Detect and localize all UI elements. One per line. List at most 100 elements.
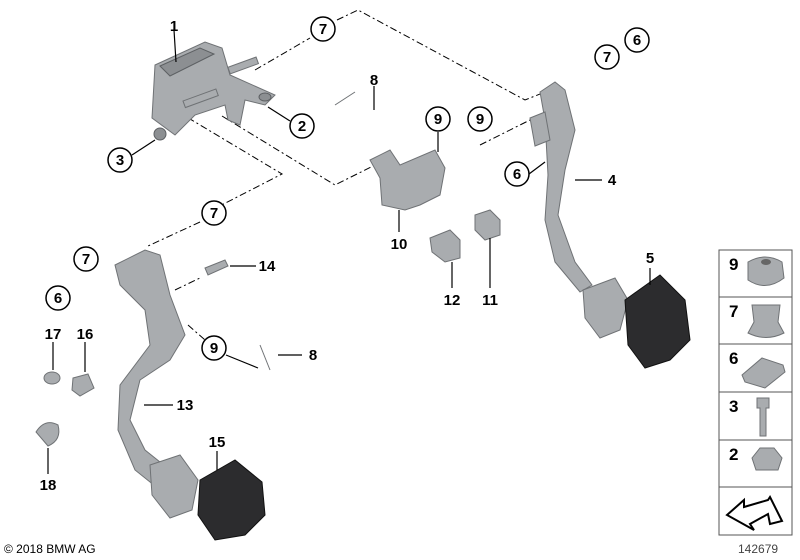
- callout-9: 9: [425, 106, 451, 132]
- clip-part: [529, 111, 551, 147]
- bushing-icon: [747, 256, 785, 286]
- brake-pedal-arm-part: [114, 249, 186, 491]
- callout-8: 8: [309, 347, 317, 364]
- callout-label: 10: [391, 236, 408, 253]
- leader-lines: [47, 29, 651, 474]
- callout-label: 6: [54, 290, 62, 307]
- callout-circle: [624, 27, 650, 53]
- callout-label: 6: [633, 32, 641, 49]
- callout-8: 8: [370, 72, 378, 89]
- callout-label: 7: [603, 49, 611, 66]
- callout-label: 7: [319, 21, 327, 38]
- parts-legend-panel: 9 7 6 3 2: [718, 249, 793, 536]
- switch-bracket-part: [369, 149, 446, 211]
- callout-circle: [425, 106, 451, 132]
- callout-label: 14: [259, 258, 276, 275]
- legend-label: 2: [729, 445, 738, 464]
- callout-label: 6: [513, 166, 521, 183]
- legend-label: 7: [729, 302, 738, 321]
- callout-14: 14: [259, 258, 276, 275]
- callout-label: 11: [482, 292, 498, 309]
- callout-3: 3: [107, 147, 133, 173]
- legend-label: 3: [729, 397, 738, 416]
- callout-label: 12: [444, 292, 461, 309]
- callout-label: 7: [210, 205, 218, 222]
- callout-6: 6: [45, 285, 71, 311]
- callout-15: 15: [209, 434, 226, 451]
- spring-part: [259, 344, 271, 371]
- callout-label: 13: [177, 397, 194, 414]
- pedal-pad-part: [624, 274, 691, 369]
- callout-label: 3: [116, 152, 124, 169]
- callout-circle: [73, 246, 99, 272]
- legend-label: 6: [729, 349, 738, 368]
- pedal-pad-mount-part: [582, 277, 629, 339]
- callout-label: 17: [45, 326, 62, 343]
- callout-label: 5: [646, 250, 654, 267]
- callout-7: 7: [73, 246, 99, 272]
- callout-label: 9: [476, 111, 484, 128]
- nut-part: [43, 371, 61, 385]
- copyright-text: © 2018 BMW AG: [4, 542, 96, 556]
- callout-9: 9: [467, 106, 493, 132]
- callout-circle: [289, 113, 315, 139]
- callout-circle: [594, 44, 620, 70]
- callout-label: 16: [77, 326, 94, 343]
- direction-arrow-icon: [725, 495, 784, 531]
- callout-label: 1: [170, 18, 178, 35]
- switch-part: [429, 229, 461, 263]
- callout-13: 13: [177, 397, 194, 414]
- callout-label: 8: [370, 72, 378, 89]
- callout-label: 18: [40, 477, 57, 494]
- bolt-icon: [756, 397, 770, 437]
- hex-nut-icon: [751, 447, 783, 471]
- stopper-part: [35, 422, 60, 447]
- callout-7: 7: [594, 44, 620, 70]
- clutch-pedal-arm-part: [539, 81, 593, 293]
- callout-11: 11: [482, 292, 498, 309]
- callout-circle: [467, 106, 493, 132]
- assembly-lines: [147, 9, 546, 341]
- pedal-bracket-part: [151, 41, 276, 141]
- callout-label: 15: [209, 434, 226, 451]
- diagram-number: 142679: [738, 542, 778, 556]
- callout-6: 6: [624, 27, 650, 53]
- callout-1: 1: [170, 18, 178, 35]
- callout-9: 9: [201, 335, 227, 361]
- callout-4: 4: [608, 172, 617, 189]
- callout-6: 6: [504, 161, 530, 187]
- callout-7: 7: [201, 200, 227, 226]
- clip-icon: [741, 357, 786, 389]
- bushing-part: [71, 373, 95, 397]
- callout-circle: [107, 147, 133, 173]
- callout-label: 4: [608, 172, 617, 189]
- callout-2: 2: [289, 113, 315, 139]
- bushing-hole: [761, 259, 771, 265]
- callout-label: 7: [82, 251, 90, 268]
- bearing-sleeve-icon: [747, 304, 785, 338]
- callout-label: 8: [309, 347, 317, 364]
- pin-part: [204, 259, 229, 276]
- callout-label: 9: [210, 340, 218, 357]
- callout-12: 12: [444, 292, 461, 309]
- callout-circle: [45, 285, 71, 311]
- callout-17: 17: [45, 326, 62, 343]
- callout-18: 18: [40, 477, 57, 494]
- pedal-pad-part: [197, 459, 266, 541]
- callout-7: 7: [310, 16, 336, 42]
- spring-part: [334, 91, 356, 106]
- callout-label: 9: [434, 111, 442, 128]
- callout-circle: [504, 161, 530, 187]
- callout-circle: [201, 335, 227, 361]
- callout-16: 16: [77, 326, 94, 343]
- callout-10: 10: [391, 236, 408, 253]
- callout-5: 5: [646, 250, 654, 267]
- callout-circle: [201, 200, 227, 226]
- legend-label: 9: [729, 255, 738, 274]
- callout-label: 2: [298, 118, 306, 135]
- pedal-pad-mount-part: [149, 454, 199, 519]
- switch-part: [474, 209, 501, 241]
- callout-circle: [310, 16, 336, 42]
